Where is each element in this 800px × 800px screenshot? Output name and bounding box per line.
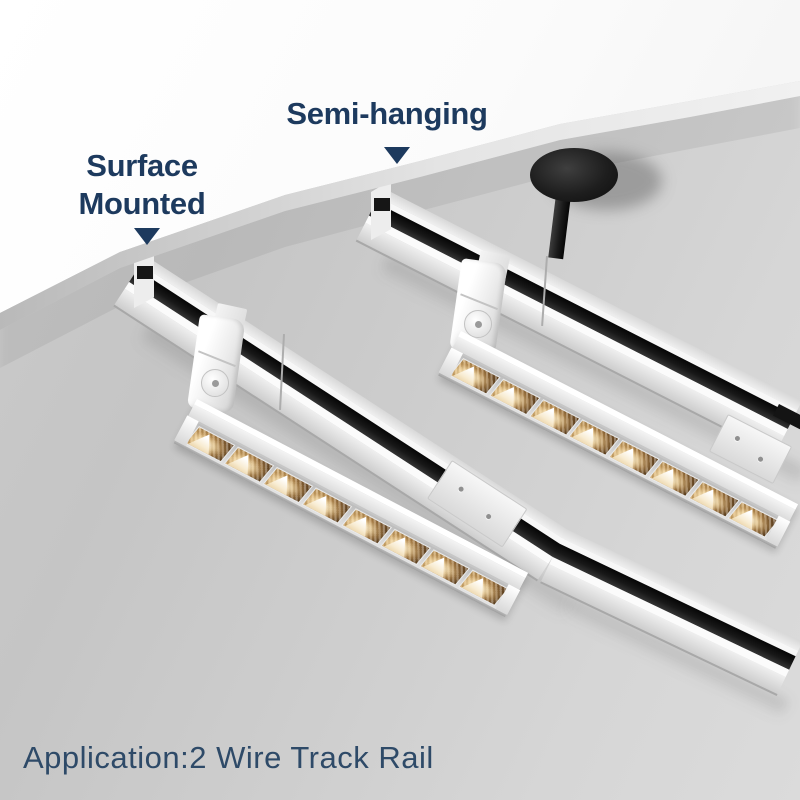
label-surface-mounted: Surface Mounted [42,147,242,223]
label-surface-line2: Mounted [78,186,206,221]
screw-icon [457,485,465,493]
pivot-knob [464,310,492,338]
surface-track-end-face [134,248,154,308]
label-semi-hanging: Semi-hanging [286,96,488,131]
down-arrow-icon [384,147,410,164]
ceiling-canopy [530,148,618,202]
track-slot-cross-section [374,198,390,211]
pivot-knob [201,369,229,397]
application-caption: Application:2 Wire Track Rail [23,740,434,775]
suspended-track-end-face [371,180,391,240]
screw-icon [734,435,741,442]
down-arrow-icon [134,228,160,245]
label-surface-line1: Surface [86,148,198,183]
screw-icon [757,455,764,463]
track-slot-cross-section [137,266,153,279]
screw-icon [485,513,493,521]
